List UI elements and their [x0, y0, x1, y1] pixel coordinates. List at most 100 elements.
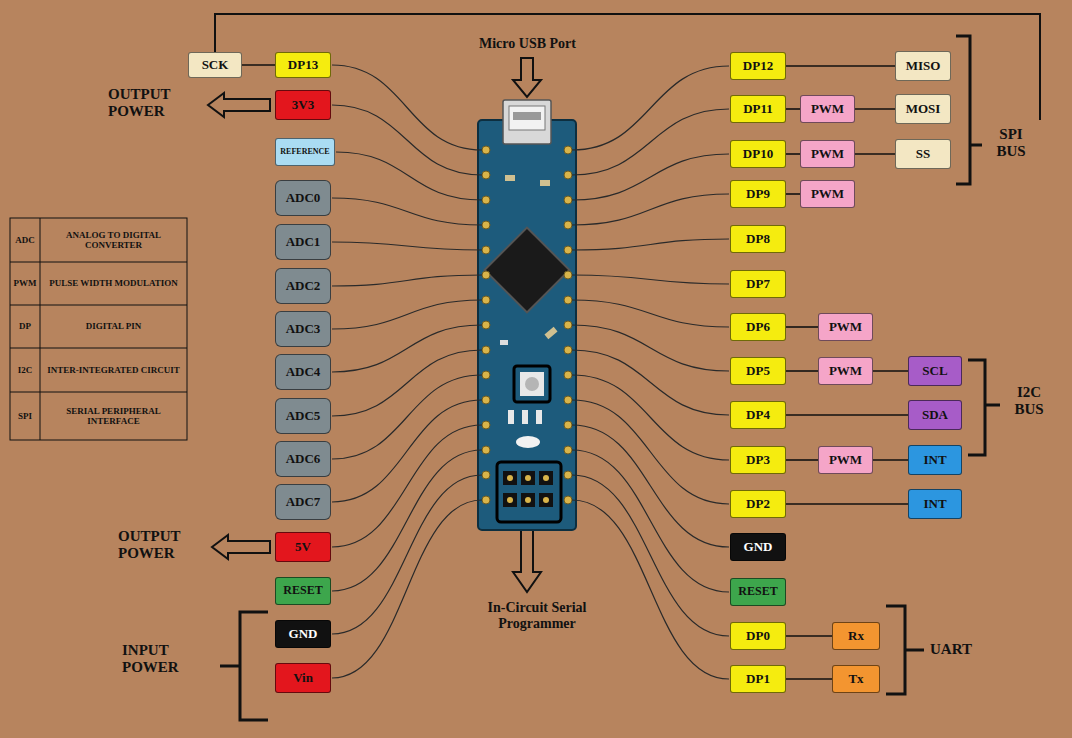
pwm-tag: PWM — [800, 95, 855, 123]
analog-pin-label: ADC2 — [275, 268, 331, 304]
pin-name: ADC1 — [286, 235, 321, 249]
pin-name: ADC7 — [286, 495, 321, 509]
pin-leader — [332, 242, 482, 250]
pin-leader — [572, 66, 729, 150]
table-cell: ANALOG TO DIGITAL CONVERTER — [40, 218, 187, 262]
connectors — [242, 65, 908, 679]
pin-leader — [332, 198, 482, 225]
pin-name: ADC5 — [286, 409, 321, 423]
header-label: In-Circuit Serial Programmer — [462, 600, 612, 632]
pin-name: DP6 — [746, 320, 770, 334]
power-pin-label: 3V3 — [275, 90, 331, 120]
power-pin-label: 5V — [275, 532, 331, 562]
signal-connector — [242, 64, 275, 66]
pin-leader — [332, 475, 482, 634]
table-cell-text: INTER-INTEGRATED CIRCUIT — [47, 365, 180, 375]
pin-leader-lines — [332, 65, 729, 679]
abbreviation-table-grid — [10, 218, 187, 440]
i2c-tag: SDA — [908, 400, 962, 430]
pin-name: DP2 — [746, 497, 770, 511]
pin-leader — [572, 425, 729, 547]
signal-connector — [855, 108, 895, 110]
pwm-tag: PWM — [818, 357, 873, 385]
pin-name: SCK — [202, 58, 229, 72]
analog-pin-label: ADC4 — [275, 354, 331, 390]
bus-label: I2C BUS — [1004, 384, 1054, 419]
spi-tag: SS — [895, 139, 951, 169]
reference-pin-label: REFERENCE — [275, 138, 335, 166]
pin-leader — [332, 105, 482, 175]
analog-pin-label: ADC3 — [275, 311, 331, 347]
pin-leader — [572, 275, 729, 284]
pin-name: RESET — [738, 585, 777, 598]
table-cell: I2C — [10, 348, 40, 392]
header-label-text: In-Circuit Serial Programmer — [488, 600, 587, 631]
pin-name: DP0 — [746, 629, 770, 643]
signal-connector — [873, 370, 908, 372]
pin-leader — [572, 350, 729, 415]
power-group-label-text: OUTPUT POWER — [118, 528, 180, 561]
digital-pin-label: DP10 — [730, 140, 786, 168]
pin-leader — [572, 450, 729, 592]
pin-name: ADC4 — [286, 365, 321, 379]
pin-name: PWM — [811, 147, 844, 161]
pin-leader — [572, 300, 729, 327]
signal-connector — [786, 678, 832, 680]
pin-name: PWM — [829, 453, 862, 467]
signal-connector — [786, 326, 818, 328]
spi-bracket — [956, 36, 982, 184]
table-cell-text: SERIAL PERIPHERAL INTERFACE — [40, 406, 187, 427]
i2c-tag: SCL — [908, 356, 962, 386]
pin-leader — [572, 194, 729, 225]
table-cell: PULSE WIDTH MODULATION — [40, 262, 187, 305]
table-cell: DIGITAL PIN — [40, 305, 187, 348]
pin-leader — [332, 450, 482, 591]
pin-name: DP5 — [746, 364, 770, 378]
digital-pin-label: DP7 — [730, 270, 786, 298]
spi-tag: SCK — [188, 52, 242, 78]
pin-name: DP7 — [746, 277, 770, 291]
signal-connector — [786, 370, 818, 372]
table-cell: SPI — [10, 392, 40, 440]
pin-name: DP10 — [743, 147, 773, 161]
pin-leader — [336, 152, 482, 200]
table-cell-text: DIGITAL PIN — [86, 321, 142, 331]
table-cell: DP — [10, 305, 40, 348]
pin-name: REFERENCE — [280, 148, 329, 157]
pin-name: DP12 — [743, 59, 773, 73]
pin-name: DP4 — [746, 408, 770, 422]
table-cell: PWM — [10, 262, 40, 305]
input-power-bracket — [220, 612, 268, 720]
signal-connector — [786, 503, 908, 505]
digital-pin-label: DP11 — [730, 95, 786, 123]
power-group-label-text: INPUT POWER — [122, 642, 179, 675]
pin-name: RESET — [283, 584, 322, 597]
interrupt-tag: INT — [908, 445, 962, 475]
analog-pin-label: ADC7 — [275, 484, 331, 520]
pin-leader — [572, 154, 729, 200]
pin-leader — [332, 350, 482, 416]
pin-name: PWM — [829, 320, 862, 334]
usb-arrow — [513, 58, 541, 97]
pin-leader — [332, 300, 482, 329]
spi-tag: MISO — [895, 51, 951, 81]
output-arrow — [208, 93, 270, 117]
digital-pin-label: DP3 — [730, 446, 786, 474]
pin-name: SDA — [922, 408, 948, 422]
analog-pin-label: ADC5 — [275, 398, 331, 434]
table-cell-text: I2C — [18, 365, 33, 375]
digital-pin-label: DP2 — [730, 490, 786, 518]
pin-name: PWM — [811, 102, 844, 116]
digital-pin-label: DP4 — [730, 401, 786, 429]
reset-pin-label: RESET — [730, 578, 786, 606]
digital-pin-label: DP13 — [275, 52, 331, 78]
port-label-text: Micro USB Port — [479, 36, 576, 51]
pin-name: DP3 — [746, 453, 770, 467]
digital-pin-label: DP8 — [730, 225, 786, 253]
pin-name: GND — [744, 540, 773, 554]
power-pin-label: Vin — [275, 663, 331, 693]
port-label: Micro USB Port — [455, 36, 600, 52]
digital-pin-label: DP9 — [730, 180, 786, 208]
pin-leader — [572, 400, 729, 504]
signal-connector — [786, 193, 800, 195]
